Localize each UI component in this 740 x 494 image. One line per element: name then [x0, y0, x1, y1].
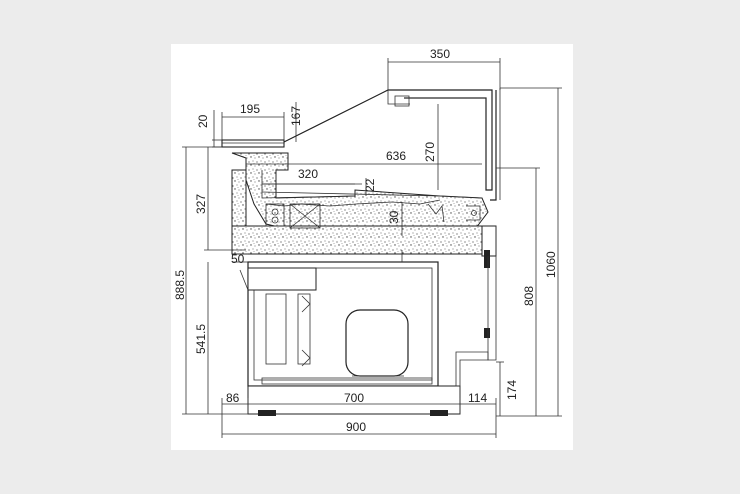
dim-50: 50 — [231, 252, 245, 266]
dim-167: 167 — [289, 106, 303, 126]
front-panel — [481, 225, 497, 361]
dim-320: 320 — [298, 167, 318, 181]
dim-1060: 1060 — [544, 251, 558, 278]
dim-327: 327 — [194, 194, 208, 214]
dim-270: 270 — [423, 142, 437, 162]
dim-350: 350 — [430, 47, 450, 61]
dimension-lines — [182, 58, 562, 438]
dim-22: 22 — [363, 178, 377, 192]
dim-808: 808 — [522, 286, 536, 306]
dim-700: 700 — [344, 391, 364, 405]
dim-20: 20 — [196, 114, 210, 128]
insulated-tub — [231, 152, 489, 255]
dim-114: 114 — [468, 391, 487, 405]
base-and-feet — [247, 351, 489, 416]
dim-30: 30 — [387, 210, 401, 224]
dim-195: 195 — [240, 102, 260, 116]
machine-compartment — [247, 261, 439, 387]
dim-900: 900 — [346, 420, 366, 434]
dim-541-5: 541.5 — [194, 324, 208, 354]
dim-888-5: 888.5 — [173, 270, 187, 300]
dim-636: 636 — [386, 149, 406, 163]
dimension-labels: 350 195 20 167 270 636 320 22 327 30 50 … — [173, 47, 558, 434]
dim-174: 174 — [505, 380, 519, 400]
dim-86: 86 — [226, 391, 240, 405]
rear-top-shelf — [221, 139, 285, 148]
front-glass-frame — [283, 88, 501, 201]
